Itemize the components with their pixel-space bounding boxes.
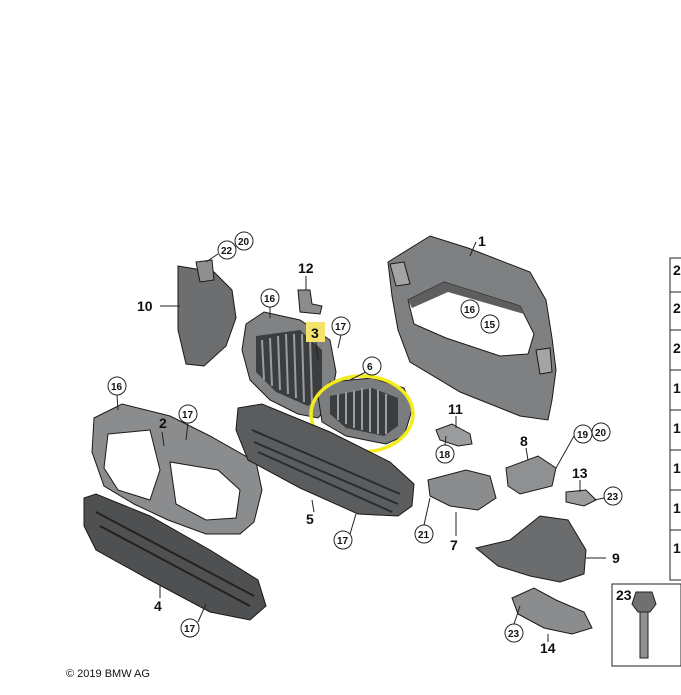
circle-17: 17 [182, 410, 194, 421]
circle-17: 17 [335, 322, 347, 333]
part-label-3: 3 [311, 325, 319, 341]
side-table-row: 1 [673, 460, 681, 476]
part-label-8: 8 [520, 433, 528, 449]
part-5-air-flap[interactable] [235, 403, 415, 517]
circle-23: 23 [607, 492, 619, 503]
part-8-duct[interactable] [505, 455, 557, 495]
circle-17: 17 [184, 624, 196, 635]
circle-21: 21 [418, 530, 430, 541]
side-table-row: 1 [673, 540, 681, 556]
part-7-duct[interactable] [427, 469, 497, 511]
circle-17: 17 [337, 536, 349, 547]
part-4-lower-flap[interactable] [83, 493, 267, 621]
side-table-row: 2 [673, 340, 681, 356]
part-label-11: 11 [448, 401, 463, 417]
part-label-5: 5 [306, 511, 314, 527]
side-table-row: 2 [673, 300, 681, 316]
side-table-row: 1 [673, 380, 681, 396]
part-9-lower-duct[interactable] [474, 515, 587, 583]
part-23-bolt-box[interactable] [611, 583, 681, 667]
circle-marker [362, 356, 382, 376]
circle-23: 23 [508, 629, 520, 640]
part-label-23-box: 23 [616, 587, 632, 603]
part-10-air-duct[interactable] [177, 259, 237, 367]
part-1-carrier-frame[interactable] [387, 235, 557, 421]
circle-19: 19 [577, 430, 589, 441]
part-14-bracket[interactable] [511, 587, 593, 635]
side-table-row: 1 [673, 500, 681, 516]
part-label-13: 13 [572, 465, 588, 481]
circle-20: 20 [595, 428, 607, 439]
callout-box-3 [306, 322, 325, 342]
circle-18: 18 [439, 450, 451, 461]
part-label-9: 9 [612, 550, 620, 566]
circle-20: 20 [238, 237, 250, 248]
circle-22: 22 [221, 246, 233, 257]
part-label-2: 2 [159, 415, 167, 431]
part-6-grille-right[interactable] [317, 377, 413, 445]
part-label-14: 14 [540, 640, 556, 656]
part-11-bracket[interactable] [435, 423, 473, 447]
circle-15: 15 [484, 320, 496, 331]
circle-16: 16 [464, 305, 476, 316]
side-table-row: 2 [673, 262, 681, 278]
circle-16: 16 [264, 294, 276, 305]
part-label-7: 7 [450, 537, 458, 553]
side-parts-table: 2 2 2 1 1 1 1 1 [669, 257, 681, 581]
circle-16: 16 [111, 382, 123, 393]
part-12-clip[interactable] [297, 289, 323, 315]
part-label-10: 10 [137, 298, 153, 314]
copyright-notice: © 2019 BMW AG [66, 668, 150, 680]
part-2-grille-frame[interactable] [91, 403, 263, 535]
part-13-bracket[interactable] [565, 489, 597, 507]
side-table-row: 1 [673, 420, 681, 436]
part-label-4: 4 [154, 598, 162, 614]
part-label-12: 12 [298, 260, 314, 276]
part-label-1: 1 [478, 233, 486, 249]
circled-references: 22 20 16 17 16 15 16 17 18 19 20 23 21 [107, 231, 623, 643]
part-label-6: 6 [367, 362, 373, 373]
